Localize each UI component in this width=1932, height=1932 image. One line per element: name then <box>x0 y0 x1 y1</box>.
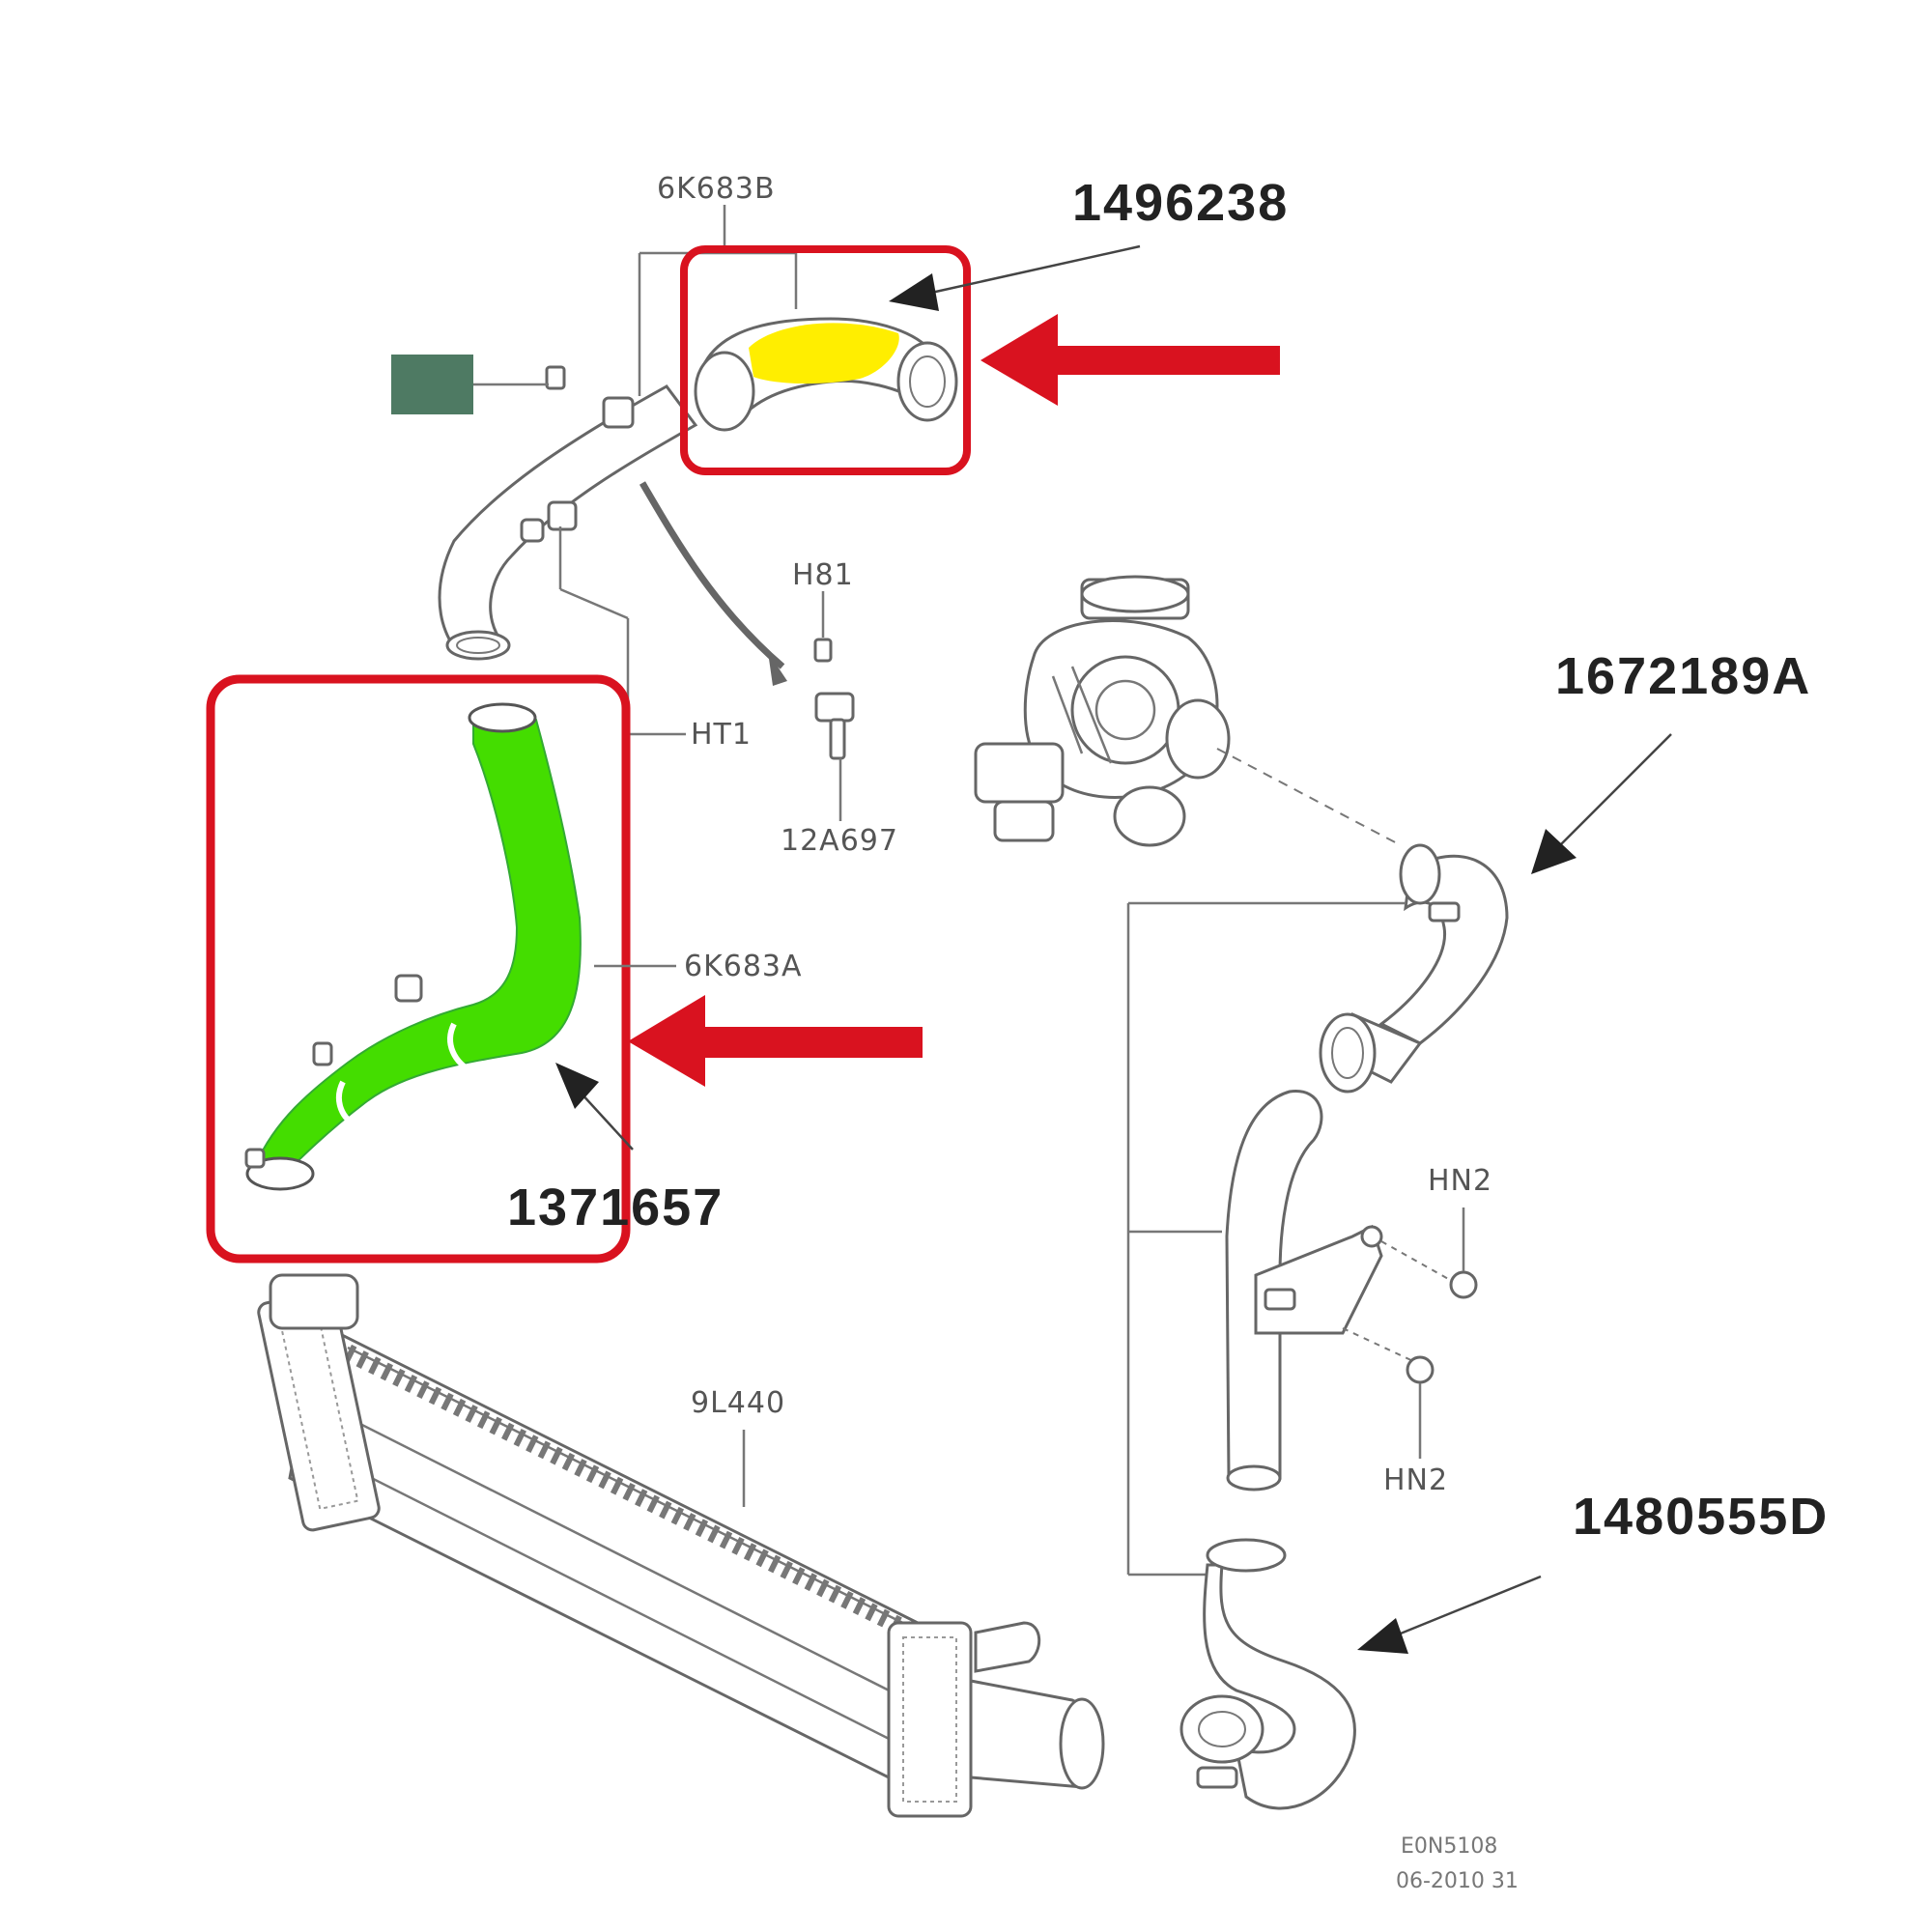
label-12A697: 12A697 <box>781 824 898 858</box>
date-code: 06-2010 31 <box>1396 1869 1519 1893</box>
pipe-clip-upper <box>520 365 635 543</box>
vertical-pipe <box>1225 1090 1383 1492</box>
label-6K683B: 6K683B <box>657 172 776 206</box>
turbocharger <box>974 575 1231 847</box>
upper-hose-1496238 <box>694 317 958 432</box>
label-HT1: HT1 <box>691 718 752 752</box>
arrow-lower-hose <box>555 1063 634 1151</box>
h81-bolt <box>813 638 833 663</box>
callout-1371657: 1371657 <box>507 1179 724 1236</box>
nut-hn2-bottom <box>1406 1355 1435 1384</box>
label-9L440: 9L440 <box>691 1386 785 1420</box>
arrow-upper-hose <box>889 244 1141 311</box>
assembly-bracket <box>1126 901 1406 1577</box>
callout-1672189A: 1672189A <box>1555 647 1811 705</box>
sensor-12A697 <box>814 692 855 821</box>
ref-code: E0N5108 <box>1401 1834 1497 1859</box>
callout-1496238: 1496238 <box>1072 174 1289 232</box>
turbo-hose-1672189A <box>1319 843 1509 1094</box>
highlight-box-lower-hose <box>206 674 631 1264</box>
outlet-hose-1480555D <box>1179 1538 1356 1810</box>
arrow-outlet-hose <box>1357 1575 1542 1654</box>
intercooler-9L440 <box>257 1273 1105 1818</box>
arrow-turbo-hose <box>1531 733 1672 874</box>
red-arrow-lower <box>628 995 923 1087</box>
highlight-box-upper-hose <box>680 245 971 475</box>
vacuum-line <box>639 481 785 669</box>
label-6K683A: 6K683A <box>684 950 803 983</box>
nut-hn2-top <box>1449 1270 1478 1299</box>
callout-1480555D: 1480555D <box>1573 1488 1829 1546</box>
label-H81: H81 <box>792 558 854 592</box>
lower-hose-1371657 <box>244 702 582 1191</box>
label-HN2-bottom: HN2 <box>1383 1463 1448 1497</box>
red-arrow-upper <box>980 314 1280 406</box>
label-HN2-top: HN2 <box>1428 1164 1492 1198</box>
color-swatch <box>391 355 473 414</box>
upper-intake-pipe <box>438 384 698 661</box>
